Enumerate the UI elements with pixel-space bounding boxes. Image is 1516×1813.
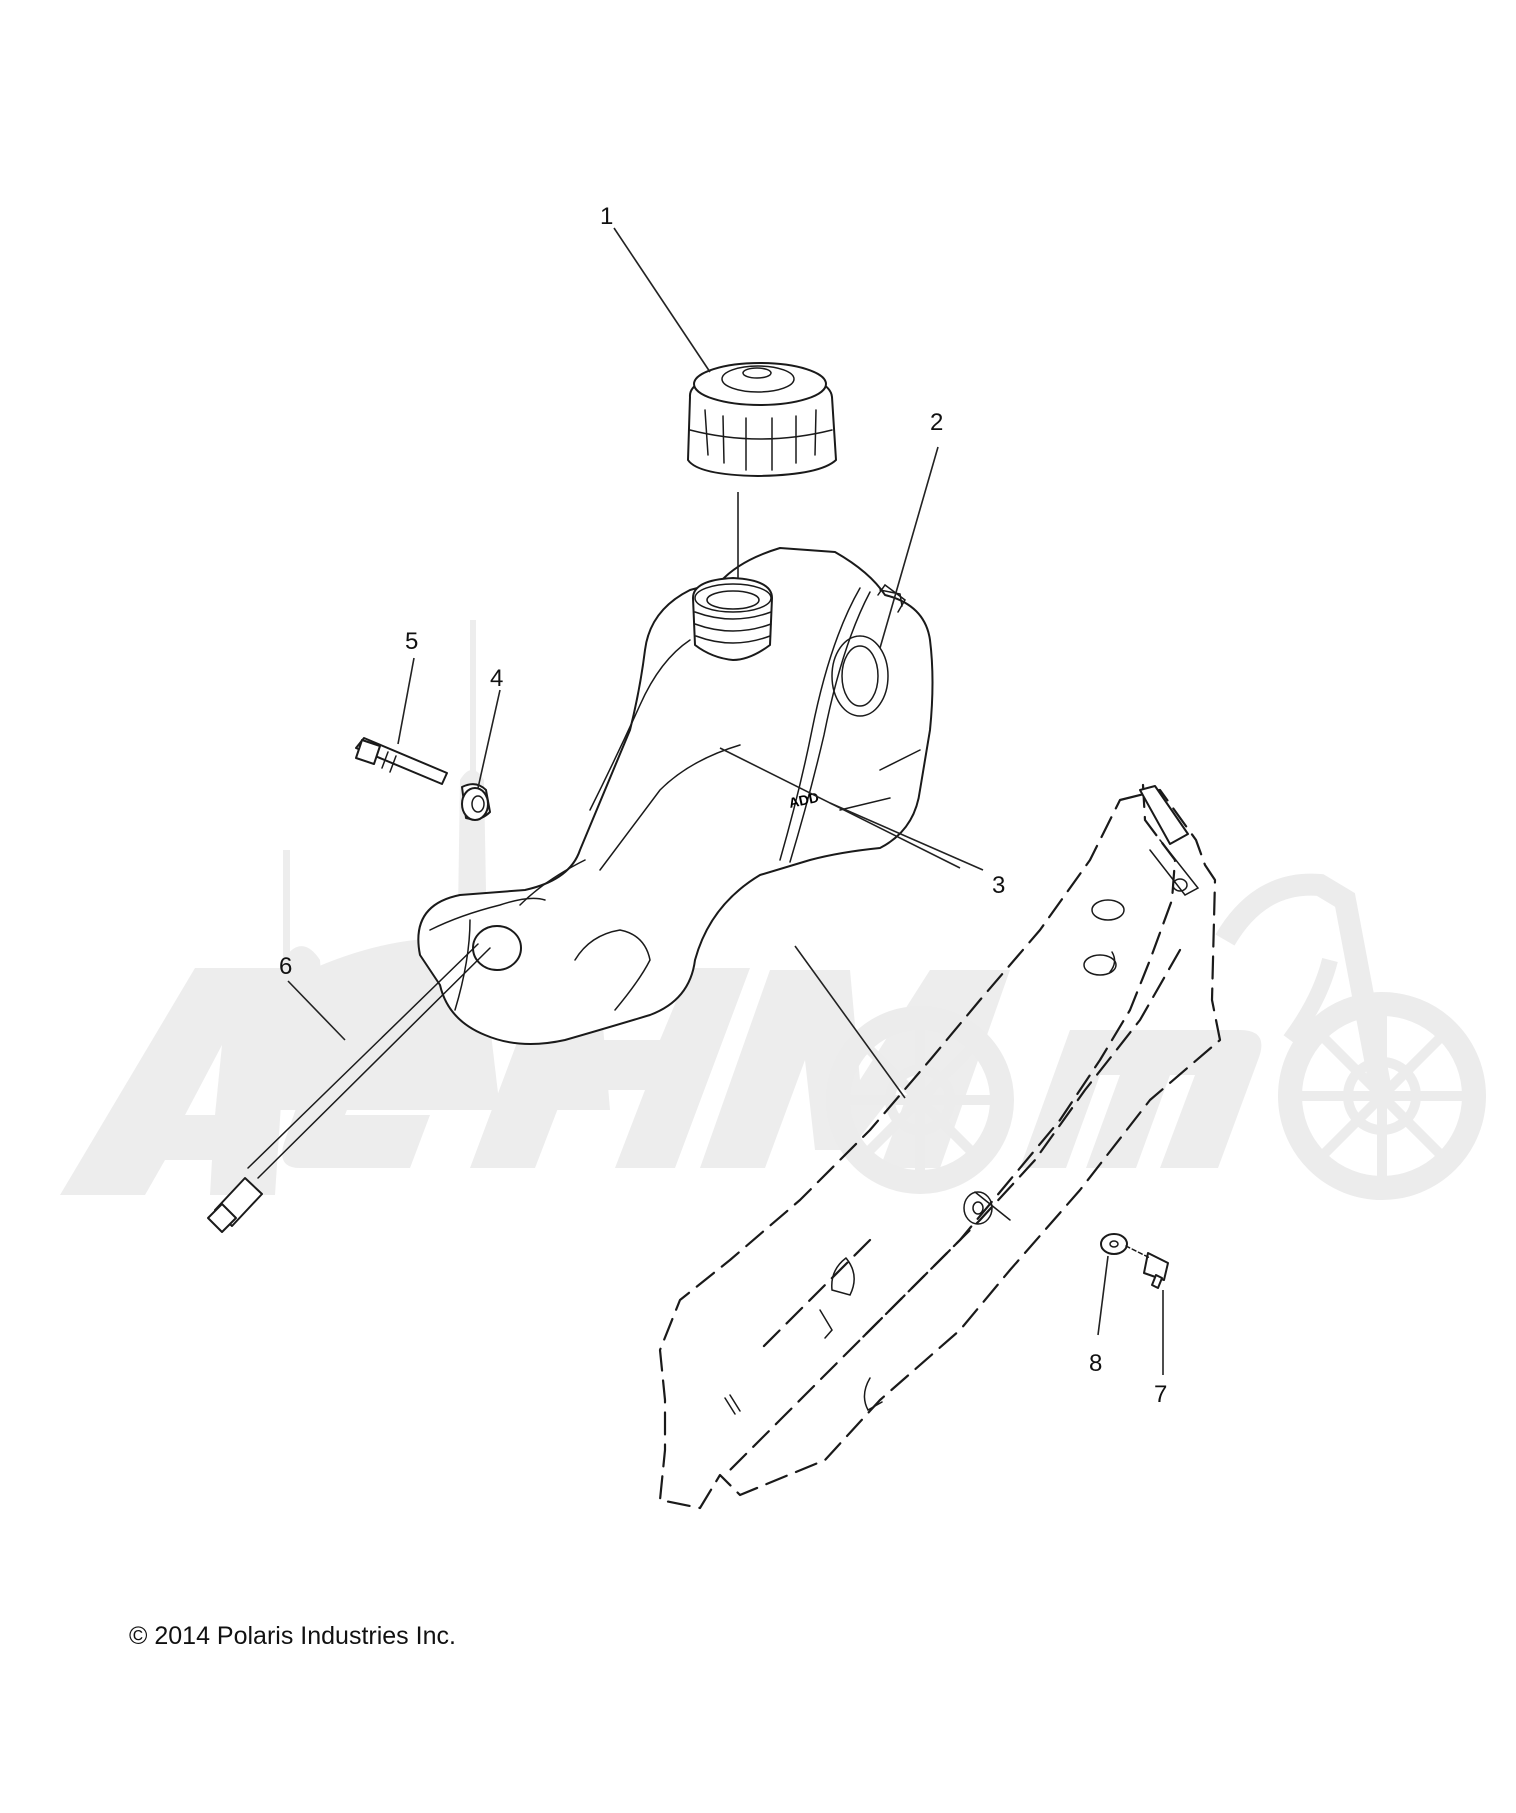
callout-6: 6 [279,953,292,980]
watermark-letter-o [1020,1030,1262,1168]
bolt-part-7 [1125,1245,1169,1289]
copyright-notice: © 2014 Polaris Industries Inc. [129,1622,456,1650]
washer-part-8 [1100,1233,1128,1255]
leader-line-2 [879,446,939,649]
callout-5: 5 [405,628,418,655]
fuel-cap-part-1 [687,362,837,477]
watermark-letter-a [60,968,290,1195]
callout-4: 4 [490,665,503,692]
leader-line-6 [287,980,346,1041]
leader-line-1 [613,227,711,373]
watermark-letter-c [282,1012,470,1168]
callout-8: 8 [1089,1350,1102,1377]
fuel-tank-part-3: ADD [417,547,934,1045]
callout-1: 1 [600,203,613,230]
leader-line-bracket [794,945,906,1099]
grommet-part-4 [461,783,491,821]
leader-line-5 [397,657,415,745]
achmoto-watermark [60,620,1486,1200]
callout-labels: 1 2 3 4 5 6 7 8 [279,203,1167,1408]
leader-line-4 [477,689,501,789]
leader-line-3b [719,747,961,869]
leader-line-8 [1097,1255,1109,1336]
vent-part-2 [879,589,903,607]
callout-3: 3 [992,872,1005,899]
reference-bracket-dashed [658,783,1222,1510]
callout-7: 7 [1154,1381,1167,1408]
fuel-sender-part-6 [207,943,491,1233]
callout-2: 2 [930,409,943,436]
fitting-part-5 [355,737,448,785]
leader-lines [287,227,1164,1375]
leader-line-3 [829,802,984,871]
